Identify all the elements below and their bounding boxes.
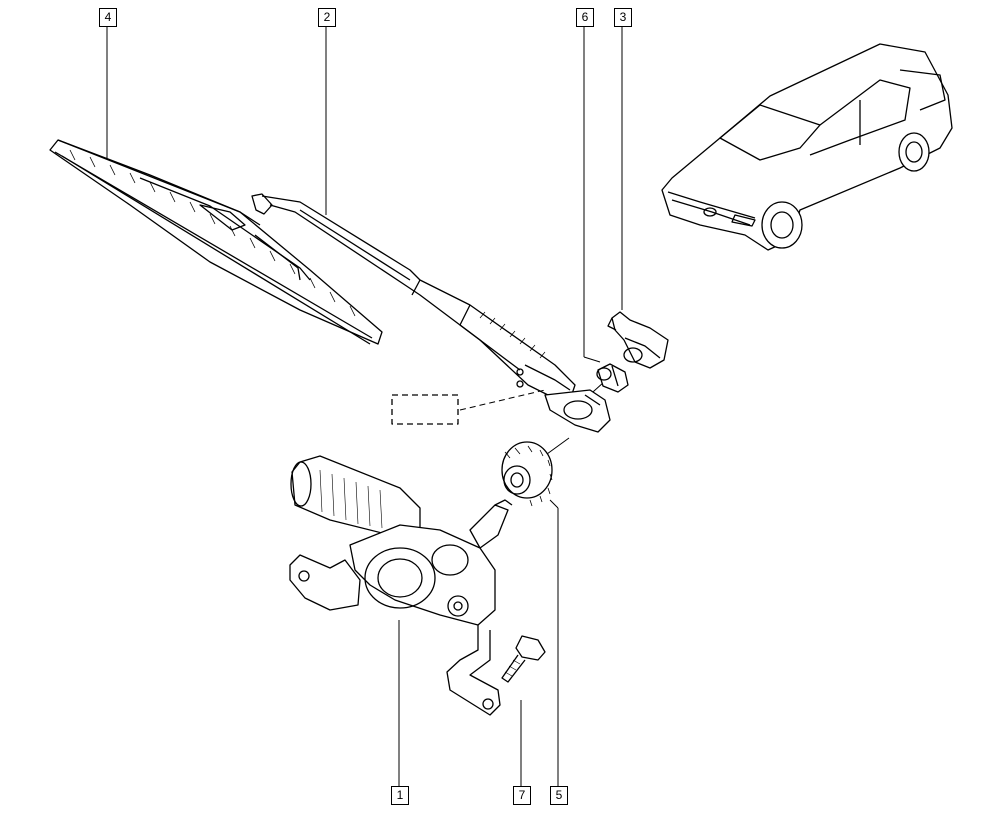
- leader-lines: [106, 26, 623, 786]
- callout-5: 5: [550, 786, 568, 805]
- callout-2: 2: [318, 8, 336, 27]
- bolt: [501, 635, 546, 683]
- wiper-blade: [49, 139, 383, 345]
- callout-6: 6: [576, 8, 594, 27]
- callout-4: 4: [99, 8, 117, 27]
- wiper-motor-assembly: [289, 455, 513, 716]
- reference-box: [391, 394, 459, 425]
- arm-pivot-head: [544, 389, 611, 433]
- callout-3: 3: [614, 8, 632, 27]
- spindle-nut: [596, 363, 629, 393]
- callout-1: 1: [391, 786, 409, 805]
- callout-7: 7: [513, 786, 531, 805]
- arm-cap: [607, 311, 669, 369]
- car-illustration: [661, 43, 953, 251]
- grommet: [501, 441, 553, 507]
